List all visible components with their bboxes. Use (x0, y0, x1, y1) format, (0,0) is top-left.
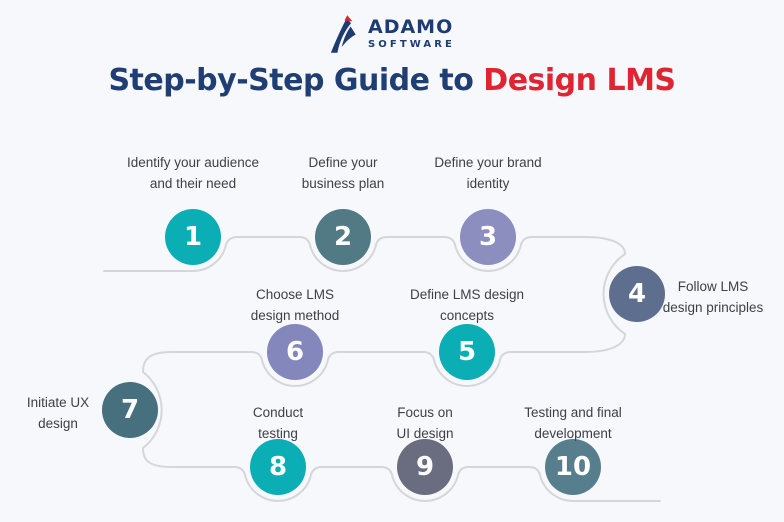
step-1-circle: 1 (165, 209, 221, 265)
step-3-circle: 3 (460, 209, 516, 265)
step-5-number: 5 (457, 337, 477, 367)
step-10-circle: 10 (545, 439, 601, 495)
step-3-number: 3 (478, 222, 498, 252)
step-7-number: 7 (120, 395, 140, 425)
flow-path-line (103, 236, 661, 503)
step-9-circle: 9 (397, 439, 453, 495)
logo-subtitle: SOFTWARE (367, 39, 455, 50)
page-title: Step-by-Step Guide to Design LMS (0, 63, 784, 98)
step-8-circle: 8 (250, 439, 306, 495)
adamo-logo-icon (330, 15, 356, 53)
step-2-circle: 2 (315, 209, 371, 265)
step-2-number: 2 (333, 222, 353, 252)
step-6-circle: 6 (267, 324, 323, 380)
step-8-number: 8 (268, 452, 288, 482)
step-7-circle: 7 (102, 382, 158, 438)
adamo-logo: ADAMO SOFTWARE (0, 14, 784, 54)
step-1-number: 1 (183, 222, 203, 252)
step-6-number: 6 (285, 337, 305, 367)
step-4-circle: 4 (609, 266, 665, 322)
logo-name: ADAMO (367, 16, 454, 38)
step-10-number: 10 (554, 452, 592, 482)
step-5-circle: 5 (439, 324, 495, 380)
page-title-prefix: Step-by-Step Guide to (108, 63, 484, 98)
step-9-number: 9 (415, 452, 435, 482)
step-4-number: 4 (627, 279, 647, 309)
page-title-highlight: Design LMS (483, 63, 676, 98)
logo-red-triangle (344, 15, 353, 22)
